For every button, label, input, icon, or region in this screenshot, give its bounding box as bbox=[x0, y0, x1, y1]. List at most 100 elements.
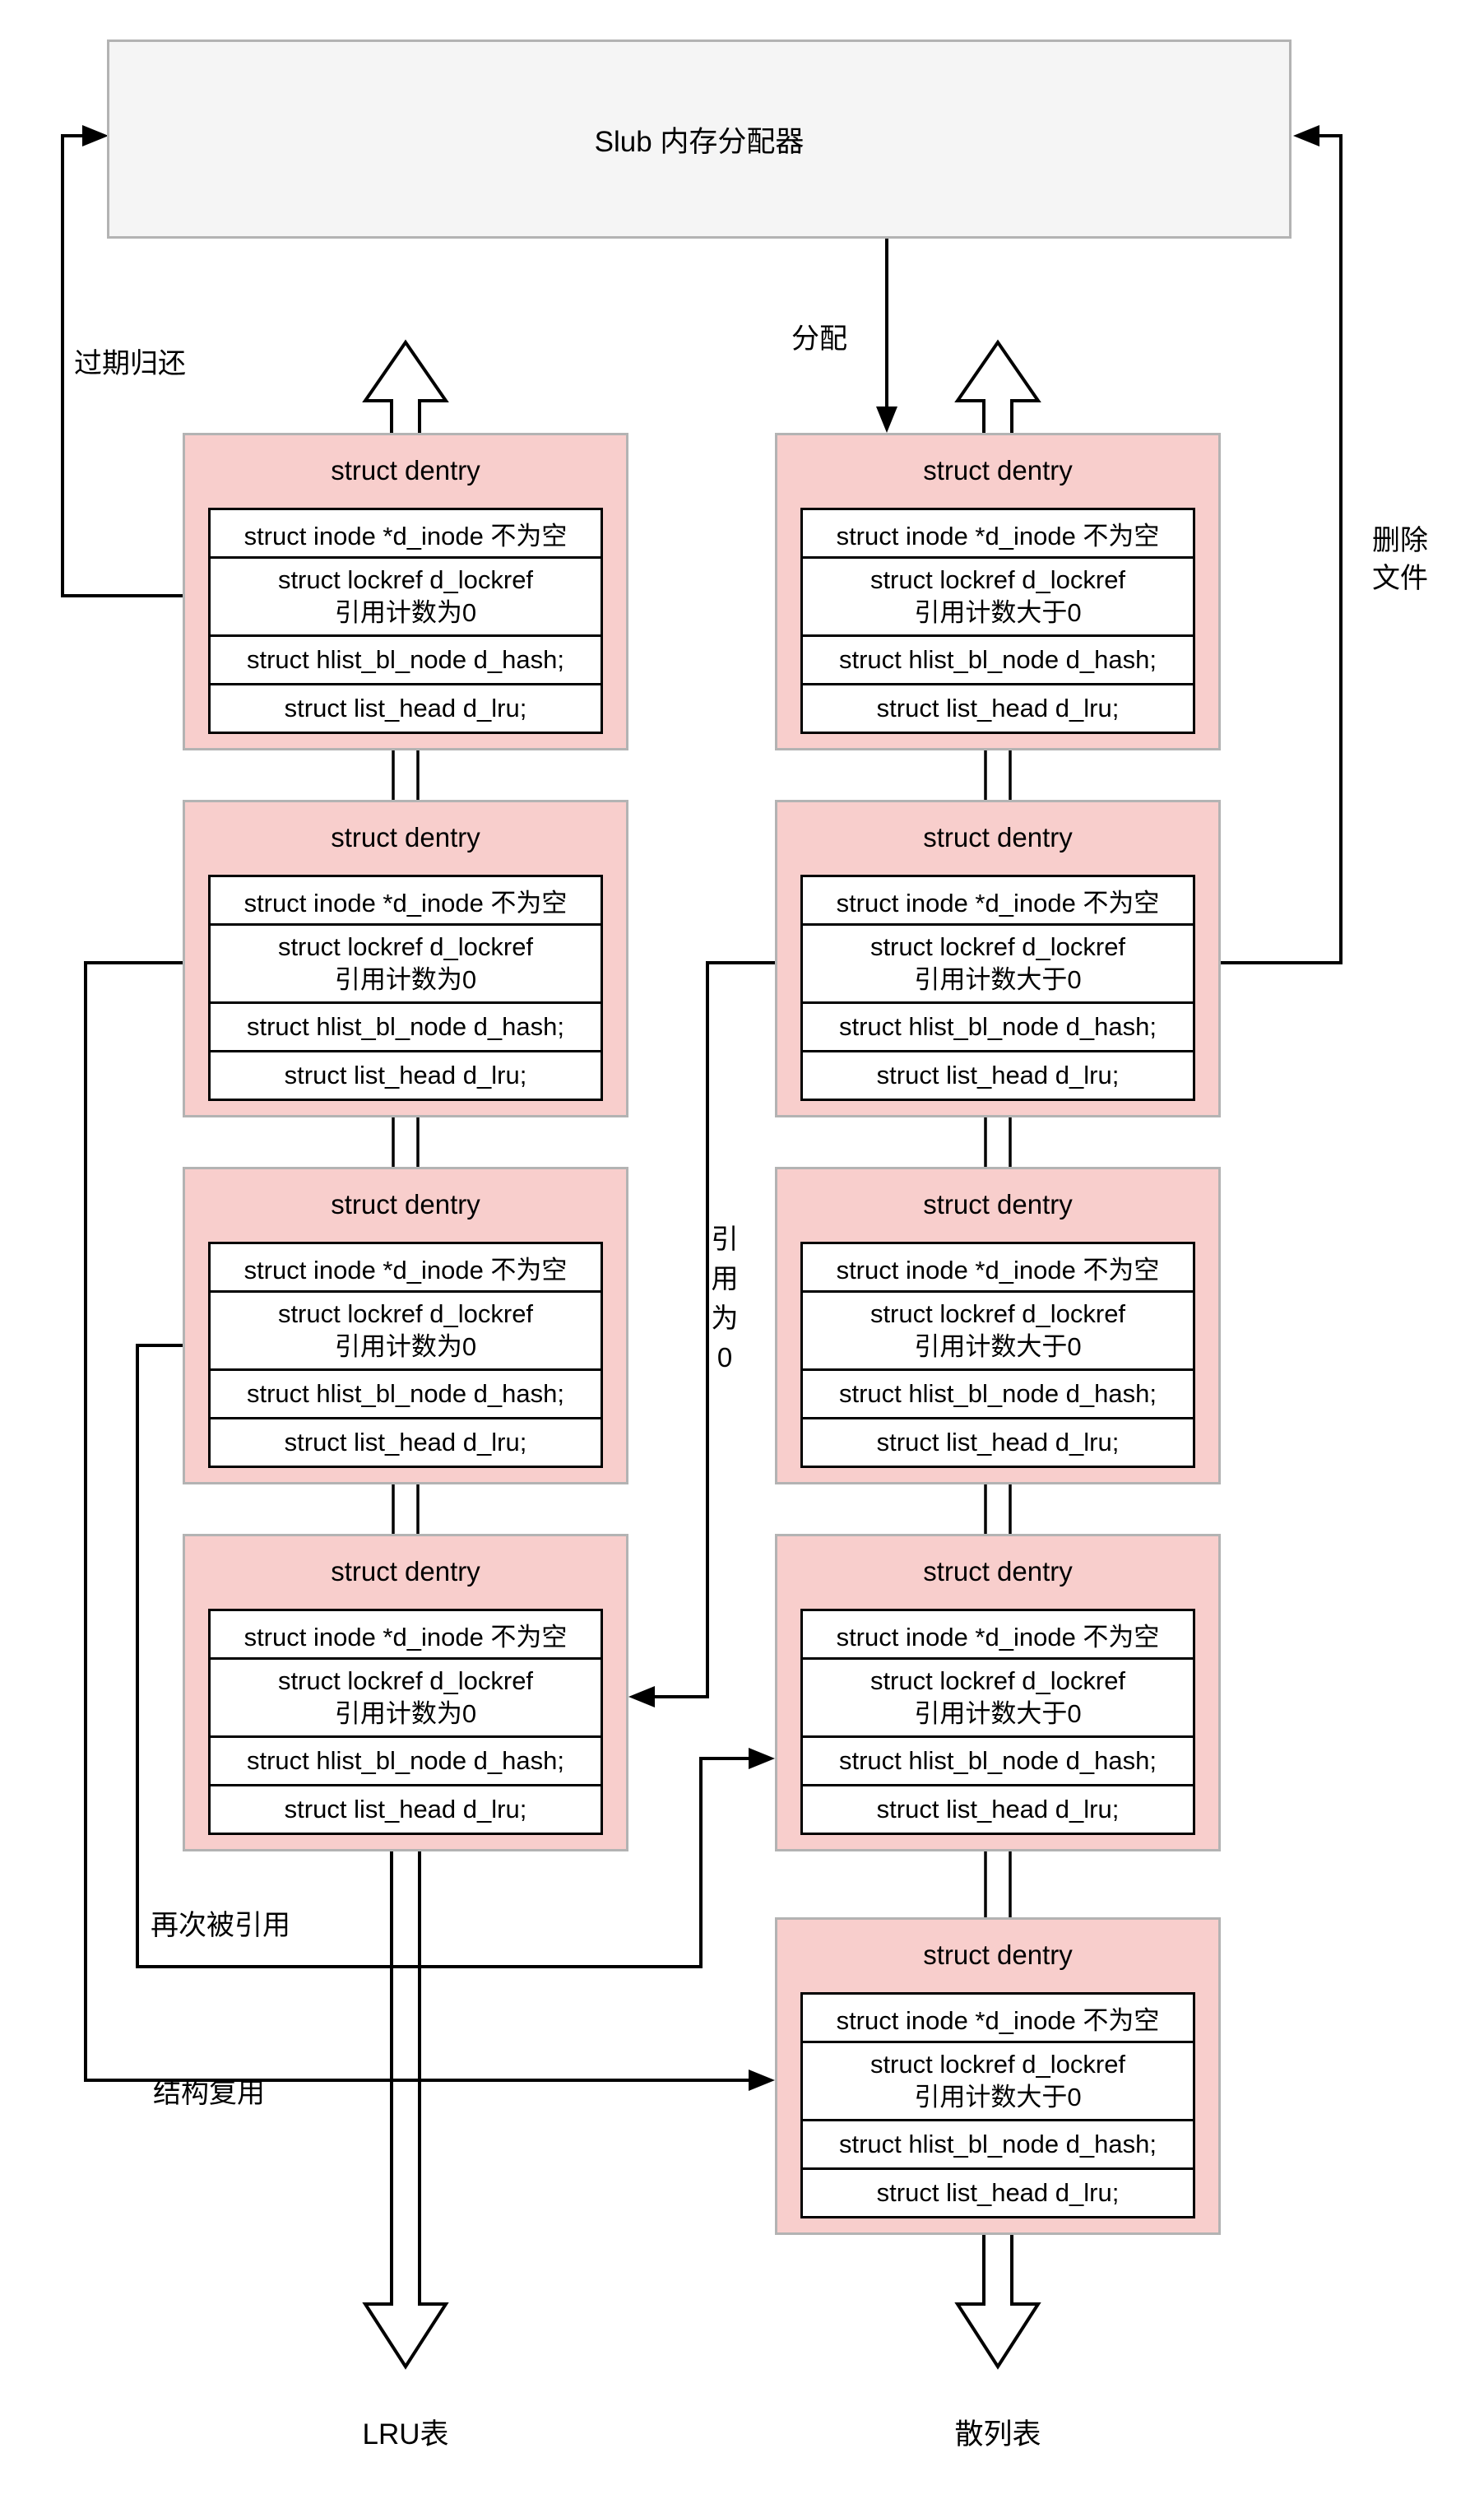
dentry-title: struct dentry bbox=[923, 1556, 1073, 1586]
connector-lru-3-4 bbox=[392, 1483, 420, 1535]
slub-allocator-label: Slub 内存分配器 bbox=[594, 125, 805, 158]
arrow-ref-zero bbox=[628, 961, 775, 1707]
dentry-row-lru: struct list_head d_lru; bbox=[803, 1050, 1193, 1099]
dentry-lockref-refcount: 引用计数大于0 bbox=[914, 1699, 1082, 1728]
dentry-row-lru: struct list_head d_lru; bbox=[211, 1050, 601, 1099]
dentry-lockref-refcount: 引用计数为0 bbox=[334, 598, 477, 627]
dentry-field-table: struct inode *d_inode 不为空 struct lockref … bbox=[208, 875, 603, 1101]
dentry-title: struct dentry bbox=[331, 455, 480, 485]
delete-file-label: 删除文件 bbox=[1372, 525, 1428, 594]
dentry-title: struct dentry bbox=[923, 822, 1073, 852]
dentry-row-lockref: struct lockref d_lockref 引用计数大于0 bbox=[803, 1657, 1193, 1735]
dentry-row-hash: struct hlist_bl_node d_hash; bbox=[211, 634, 601, 683]
dentry-row-hash: struct hlist_bl_node d_hash; bbox=[211, 1368, 601, 1417]
arrow-delete-file bbox=[1221, 125, 1343, 964]
arrow-referenced-again bbox=[136, 1344, 775, 1968]
dentry-row-hash: struct hlist_bl_node d_hash; bbox=[803, 1001, 1193, 1050]
dentry-title: struct dentry bbox=[923, 1189, 1073, 1219]
referenced-again-label: 再次被引用 bbox=[151, 1910, 290, 1941]
dentry-row-lockref: struct lockref d_lockref 引用计数为0 bbox=[211, 556, 601, 634]
dentry-lockref-decl: struct lockref d_lockref bbox=[870, 932, 1126, 961]
hollow-arrow-down-lru bbox=[362, 1850, 449, 2370]
dentry-row-lockref: struct lockref d_lockref 引用计数大于0 bbox=[803, 923, 1193, 1001]
dentry-row-hash: struct hlist_bl_node d_hash; bbox=[211, 1001, 601, 1050]
dentry-field-table: struct inode *d_inode 不为空 struct lockref … bbox=[800, 1992, 1195, 2218]
dentry-lockref-decl: struct lockref d_lockref bbox=[870, 1299, 1126, 1328]
dentry-row-hash: struct hlist_bl_node d_hash; bbox=[803, 634, 1193, 683]
dentry-row-lru: struct list_head d_lru; bbox=[211, 1417, 601, 1466]
dentry-row-lru: struct list_head d_lru; bbox=[803, 1784, 1193, 1833]
dentry-lockref-refcount: 引用计数为0 bbox=[334, 1332, 477, 1361]
dentry-row-inode: struct inode *d_inode 不为空 bbox=[243, 888, 568, 918]
connector-lru-1-2 bbox=[392, 749, 420, 801]
ref-zero-label: 引 用 为 0 bbox=[711, 1224, 739, 1373]
dentry-row-lru: struct list_head d_lru; bbox=[803, 683, 1193, 732]
expire-return-label: 过期归还 bbox=[74, 348, 186, 379]
dentry-title: struct dentry bbox=[923, 1940, 1073, 1970]
dentry-title: struct dentry bbox=[331, 1189, 480, 1219]
dentry-row-lru: struct list_head d_lru; bbox=[803, 1417, 1193, 1466]
arrow-allocate bbox=[876, 239, 897, 433]
dentry-row-inode: struct inode *d_inode 不为空 bbox=[836, 888, 1160, 918]
arrow-expire-return bbox=[61, 125, 183, 597]
dentry-field-table: struct inode *d_inode 不为空 struct lockref … bbox=[208, 508, 603, 734]
connector-hash-2-3 bbox=[984, 1116, 1012, 1168]
dentry-lockref-refcount: 引用计数为0 bbox=[334, 1699, 477, 1728]
arrow-struct-reuse bbox=[84, 961, 775, 2091]
dentry-row-inode: struct inode *d_inode 不为空 bbox=[243, 1622, 568, 1652]
dentry-field-table: struct inode *d_inode 不为空 struct lockref … bbox=[208, 1242, 603, 1468]
dentry-lockref-refcount: 引用计数大于0 bbox=[914, 2083, 1082, 2111]
dentry-row-hash: struct hlist_bl_node d_hash; bbox=[803, 2119, 1193, 2167]
dentry-lockref-refcount: 引用计数大于0 bbox=[914, 965, 1082, 994]
dentry-field-table: struct inode *d_inode 不为空 struct lockref … bbox=[800, 875, 1195, 1101]
dentry-lockref-refcount: 引用计数大于0 bbox=[914, 598, 1082, 627]
dentry-row-hash: struct hlist_bl_node d_hash; bbox=[803, 1368, 1193, 1417]
allocate-label: 分配 bbox=[791, 323, 847, 355]
dentry-lockref-decl: struct lockref d_lockref bbox=[870, 565, 1126, 594]
dentry-row-hash: struct hlist_bl_node d_hash; bbox=[803, 1735, 1193, 1784]
dentry-row-lockref: struct lockref d_lockref 引用计数大于0 bbox=[803, 556, 1193, 634]
dentry-row-inode: struct inode *d_inode 不为空 bbox=[243, 521, 568, 551]
connector-hash-3-4 bbox=[984, 1483, 1012, 1535]
dentry-lockref-decl: struct lockref d_lockref bbox=[277, 932, 534, 961]
hollow-arrow-up-lru bbox=[362, 339, 449, 434]
dentry-row-lockref: struct lockref d_lockref 引用计数为0 bbox=[211, 1657, 601, 1735]
dentry-row-inode: struct inode *d_inode 不为空 bbox=[836, 521, 1160, 551]
dentry-lockref-refcount: 引用计数为0 bbox=[334, 965, 477, 994]
dentry-row-lockref: struct lockref d_lockref 引用计数为0 bbox=[211, 923, 601, 1001]
dentry-row-inode: struct inode *d_inode 不为空 bbox=[836, 1255, 1160, 1285]
connector-hash-4-5 bbox=[984, 1850, 1012, 1919]
hollow-arrow-down-hash bbox=[954, 2233, 1041, 2370]
connector-hash-1-2 bbox=[984, 749, 1012, 801]
slub-allocator-box: Slub 内存分配器 bbox=[107, 39, 1292, 239]
dentry-lockref-decl: struct lockref d_lockref bbox=[277, 1299, 534, 1328]
dentry-lockref-decl: struct lockref d_lockref bbox=[277, 1666, 534, 1695]
dentry-field-table: struct inode *d_inode 不为空 struct lockref … bbox=[800, 508, 1195, 734]
hash-list-label: 散列表 bbox=[954, 2418, 1041, 2451]
dentry-row-inode: struct inode *d_inode 不为空 bbox=[243, 1255, 568, 1285]
dentry-lockref-decl: struct lockref d_lockref bbox=[277, 565, 534, 594]
dentry-row-lru: struct list_head d_lru; bbox=[211, 1784, 601, 1833]
dentry-row-inode: struct inode *d_inode 不为空 bbox=[836, 2005, 1160, 2035]
dentry-field-table: struct inode *d_inode 不为空 struct lockref … bbox=[208, 1609, 603, 1835]
dentry-row-hash: struct hlist_bl_node d_hash; bbox=[211, 1735, 601, 1784]
dentry-lockref-refcount: 引用计数大于0 bbox=[914, 1332, 1082, 1361]
hollow-arrow-up-hash bbox=[954, 339, 1041, 434]
dentry-row-lru: struct list_head d_lru; bbox=[803, 2167, 1193, 2216]
dentry-title: struct dentry bbox=[923, 455, 1073, 485]
dentry-lockref-decl: struct lockref d_lockref bbox=[870, 1666, 1126, 1695]
dentry-row-lru: struct list_head d_lru; bbox=[211, 683, 601, 732]
lru-list-label: LRU表 bbox=[362, 2418, 449, 2451]
dentry-field-table: struct inode *d_inode 不为空 struct lockref … bbox=[800, 1242, 1195, 1468]
